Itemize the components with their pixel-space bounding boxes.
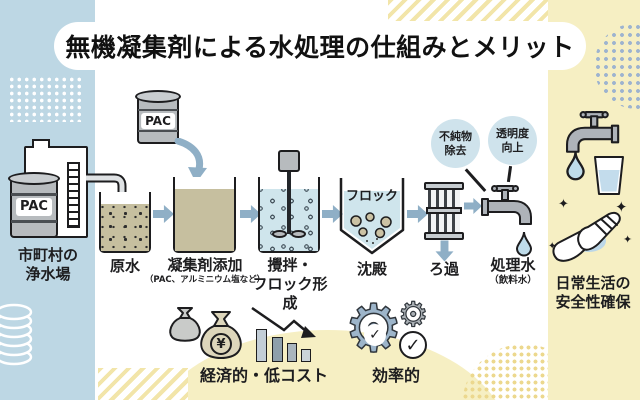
stirrer-paddle [291,230,306,238]
money-bags-icon [169,307,242,359]
step-label-raw: 原水 [109,257,140,275]
coagulant-tank [173,177,236,253]
drum-lid [135,90,181,103]
water-drop-icon [515,231,533,257]
washing-hands-icon [552,211,621,262]
benefit-daily-label: 日常生活の 安全性確保 [555,274,631,311]
mixing-tank [258,177,320,253]
sedimentation-tank [339,178,405,255]
benefit-economic-label: 経済的・低コスト [199,366,328,385]
check-icon: ✓ [364,324,386,346]
faucet-icon [566,111,620,153]
page-title: 無機凝集剤による水処理の仕組みとメリット [65,33,575,62]
white-dots-pattern [8,76,82,122]
raw-water-tank [99,192,151,253]
top-stripes-pattern [388,0,550,21]
step-note-coagulant: （PAC、アルミニウム塩など） [144,275,266,285]
sparkle-icon: ✦ [623,233,633,246]
step-label-coagulant: 凝集剤添加 [167,256,243,274]
stirrer-paddle [272,230,287,238]
declining-bar-chart-icon [256,329,318,362]
sparkle-icon: ✦ [615,198,628,216]
pac-drum-label: PAC [16,198,52,217]
pac-drum-label: PAC [141,112,175,129]
step-label-treated: 処理水 [490,256,536,274]
stirrer-motor-icon [278,150,300,172]
yen-badge: ¥ [210,333,232,355]
coin-stack-icon [0,303,33,366]
benefit-efficient-label: 効率的 [371,366,420,385]
decline-arrow-icon [251,306,316,338]
check-circle-icon: ✓ [399,331,427,359]
plant-ladder [67,162,80,228]
callout-clarity: 透明度 向上 [488,116,537,165]
bottom-stripes-pattern [98,368,188,400]
sparkle-icon: ✦ [548,241,557,252]
gear-icon: ⚙ [397,295,429,335]
water-drop-icon [566,152,585,181]
step-note-treated: （飲料水） [489,275,537,286]
floc-label: フロック [345,189,398,204]
plant-vent [32,139,50,148]
pac-drum-plant: PAC [8,172,60,238]
step-label-filtration: ろ過 [428,260,459,278]
stirrer-shaft [287,172,291,234]
dosing-arrow-icon [174,138,207,183]
faucet-icon [481,185,532,225]
plant-pipe [86,173,127,206]
callout-line [465,168,487,192]
flow-arrow-icon [153,205,174,223]
step-label-sediment: 沈殿 [356,260,387,278]
drum-lid [8,172,60,185]
pac-drum-dosing: PAC [135,90,181,144]
plant-label: 市町村の 浄水場 [17,246,78,283]
flow-arrow-icon [464,198,482,214]
water-glass-icon [594,156,624,195]
sparkle-icon: ✦ [558,197,569,212]
callout-impurity: 不純物 除去 [431,119,480,168]
title-banner: 無機凝集剤による水処理の仕組みとメリット [54,22,586,70]
step-label-mixing: 攪拌・ フロック形成 [252,256,328,312]
filter-icon [424,182,464,240]
filter-down-arrow-icon [436,241,454,262]
callout-line [506,165,512,183]
